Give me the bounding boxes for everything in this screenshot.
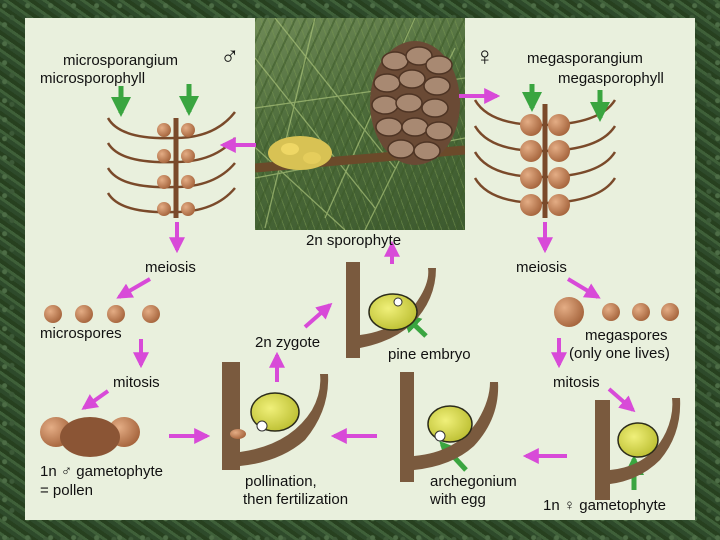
label-microsporangium: microsporangium — [63, 52, 179, 69]
label-meiosis-left: meiosis — [145, 259, 196, 276]
archegonium-scene — [400, 372, 499, 482]
megaspore-dots — [554, 297, 679, 327]
male-symbol: ♂ — [220, 41, 240, 71]
label-pollen: = pollen — [40, 482, 93, 499]
label-mitosis-left: mitosis — [113, 374, 160, 391]
female-cone-branch — [473, 99, 617, 218]
label-mitosis-right: mitosis — [553, 374, 600, 391]
pine-cone-photo — [255, 18, 465, 230]
label-with-egg: with egg — [430, 491, 486, 508]
label-fertilization: then fertilization — [243, 491, 349, 508]
label-female-gametophyte: 1n ♀ gametophyte — [543, 497, 666, 514]
microsporangia — [157, 123, 195, 216]
pine-embryo-scene — [346, 262, 436, 358]
microspore-dots — [44, 305, 160, 323]
pollen-grain — [40, 417, 140, 457]
female-symbol: ♀ — [475, 41, 495, 71]
label-megaspores: megaspores — [585, 327, 668, 344]
label-meiosis-right: meiosis — [516, 259, 567, 276]
label-only-one-lives: (only one lives) — [569, 345, 670, 362]
cycle-arrows — [81, 88, 636, 464]
label-microspores: microspores — [40, 325, 122, 342]
label-sporophyte: 2n sporophyte — [306, 232, 402, 249]
label-zygote: 2n zygote — [255, 334, 321, 351]
label-megasporophyll: megasporophyll — [558, 70, 664, 87]
male-cone-branch — [106, 111, 236, 218]
female-gametophyte-scene — [595, 398, 681, 500]
label-megasporangium: megasporangium — [527, 50, 643, 67]
label-pine-embryo: pine embryo — [388, 346, 471, 363]
label-microsporophyll: microsporophyll — [40, 70, 146, 87]
label-male-gametophyte: 1n ♂ gametophyte — [40, 463, 163, 480]
megasporangia — [520, 114, 570, 216]
fertilization-scene — [222, 362, 329, 470]
label-archegonium: archegonium — [430, 473, 517, 490]
label-pollination: pollination, — [245, 473, 317, 490]
